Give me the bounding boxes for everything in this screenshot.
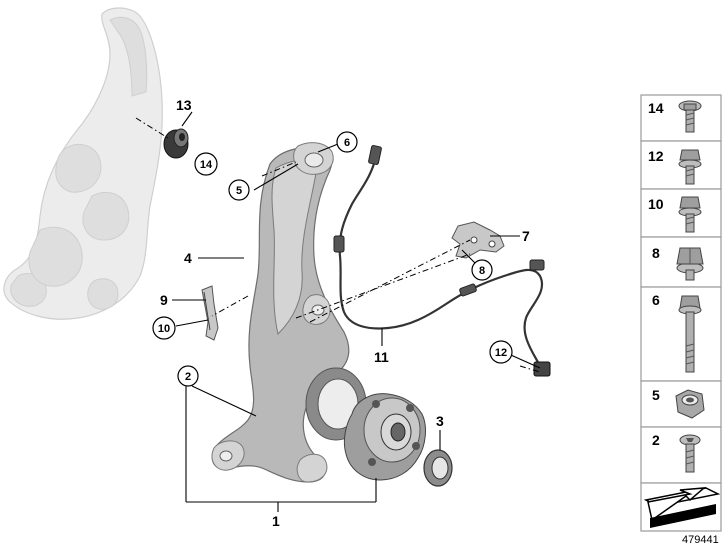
sensor-bracket-part bbox=[451, 221, 505, 259]
bracket-part bbox=[201, 285, 219, 341]
panel-number-12: 12 bbox=[648, 148, 664, 164]
speed-sensor-cable-part bbox=[333, 145, 551, 377]
callout-7: 7 bbox=[522, 228, 530, 244]
panel-number-10: 10 bbox=[648, 196, 664, 212]
panel-number-14: 14 bbox=[648, 100, 664, 116]
parts-panel: 14 12 10 8 6 5 2 bbox=[640, 94, 722, 532]
panel-number-8: 8 bbox=[652, 245, 660, 261]
callout-2-circle bbox=[177, 365, 199, 387]
hex-flange-nut-icon bbox=[676, 247, 704, 281]
callout-10-circle bbox=[152, 316, 176, 340]
torx-pan-bolt-icon bbox=[678, 100, 702, 133]
panel-cell-2 bbox=[640, 426, 722, 484]
panel-number-2: 2 bbox=[652, 432, 660, 448]
hex-flange-bolt-icon bbox=[678, 196, 702, 233]
callout-12: 12 bbox=[495, 347, 507, 359]
long-hex-bolt-icon bbox=[678, 295, 702, 373]
callout-6-circle bbox=[336, 131, 358, 153]
callout-8-circle bbox=[471, 259, 493, 281]
panel-number-5: 5 bbox=[652, 387, 660, 403]
torx-pan-screw-icon bbox=[679, 434, 701, 473]
callout-14: 14 bbox=[200, 159, 213, 171]
callout-5-circle bbox=[228, 179, 250, 201]
ghost-wheel-carrier bbox=[3, 7, 163, 320]
callout-labels: 1 2 3 4 5 6 7 8 9 10 11 12 13 14 bbox=[152, 97, 530, 529]
document-number: 479441 bbox=[682, 534, 719, 546]
callout-3: 3 bbox=[436, 413, 444, 429]
callout-4: 4 bbox=[184, 250, 192, 266]
callout-10: 10 bbox=[158, 323, 170, 335]
callout-13: 13 bbox=[176, 97, 192, 113]
callout-14-circle bbox=[194, 152, 218, 176]
assembly-lines bbox=[135, 117, 541, 373]
wheel-carrier-part bbox=[211, 142, 367, 483]
callout-8: 8 bbox=[479, 265, 485, 277]
wheel-hub-part bbox=[343, 393, 426, 481]
callout-6: 6 bbox=[344, 137, 350, 149]
callout-12-circle bbox=[489, 340, 513, 364]
callout-2: 2 bbox=[185, 371, 191, 383]
callout-9: 9 bbox=[160, 292, 168, 308]
grommet-part bbox=[163, 128, 189, 159]
callout-11: 11 bbox=[374, 349, 389, 365]
arrow-symbol-icon bbox=[643, 487, 721, 528]
hub-ring-part bbox=[423, 449, 453, 487]
hex-collar-nut-icon bbox=[675, 389, 705, 419]
panel-number-6: 6 bbox=[652, 292, 660, 308]
hex-flange-bolt-icon bbox=[678, 149, 702, 185]
callout-1: 1 bbox=[272, 513, 280, 529]
callout-5: 5 bbox=[236, 185, 242, 197]
